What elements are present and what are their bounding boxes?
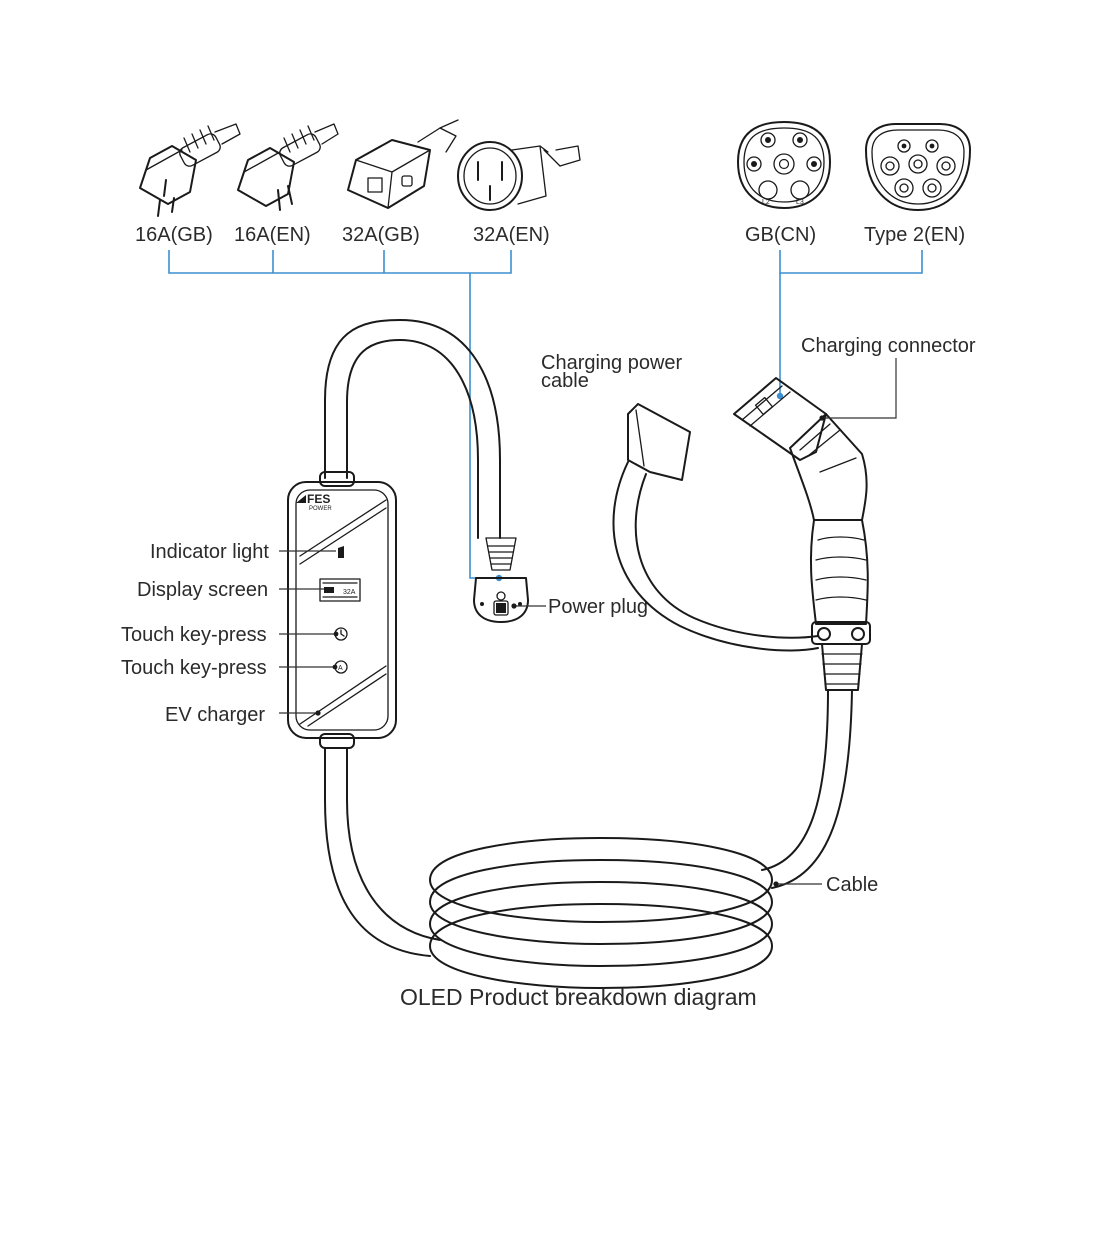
power-plug-label: Power plug: [548, 596, 648, 618]
plug-16a-gb-label: 16A(GB): [135, 224, 213, 246]
type2-connector-face-icon: [865, 123, 971, 211]
gb-pin-l3: L3: [796, 199, 804, 206]
display-screen-label: Display screen: [137, 579, 268, 601]
plug-16a-gb-icon: [139, 123, 241, 217]
charging-connector-leader: [822, 358, 897, 419]
plug-32a-en-icon: [457, 141, 581, 211]
display-screen: [319, 578, 361, 602]
gb-pin-l2: L2: [762, 199, 770, 206]
brand-name: FES: [307, 492, 330, 506]
brand-logo-icon: [296, 495, 306, 503]
ev-charger-control-box: FES POWER 32A A: [287, 471, 397, 749]
charging-power-cable: [324, 319, 501, 539]
power-plug-leader-dot: [511, 603, 517, 609]
brand-sub: POWER: [309, 506, 332, 512]
plug-32a-en-label: 32A(EN): [473, 224, 550, 246]
charging-power-cable-label-line2: cable: [541, 370, 589, 392]
indicator-light-label: Indicator light: [150, 541, 269, 563]
cable-label: Cable: [826, 874, 878, 896]
plug-32a-gb-icon: [347, 119, 459, 209]
plug-options-bracket: [168, 250, 512, 582]
diagram-caption: OLED Product breakdown diagram: [400, 984, 757, 1010]
plug-16a-en-icon: [237, 123, 339, 211]
charging-connector-label: Charging connector: [801, 335, 976, 357]
plug-16a-en-label: 16A(EN): [234, 224, 311, 246]
svg-text:A: A: [338, 665, 343, 672]
charging-connector-gun: [612, 377, 871, 691]
ev-charger-label: EV charger: [165, 704, 265, 726]
connector-type2-label: Type 2(EN): [864, 224, 965, 246]
power-plug-icon: [473, 537, 529, 623]
connector-gb-cn-label: GB(CN): [745, 224, 816, 246]
display-current: 32A: [343, 589, 356, 596]
gb-cn-connector-face-icon: L2 L3: [737, 121, 831, 209]
indicator-light-icon: [338, 546, 344, 558]
control-box-leaders: [279, 550, 339, 716]
charging-connector-marker: [776, 392, 784, 400]
protective-cap-icon: [627, 403, 691, 481]
touch-key-1-label: Touch key-press: [121, 624, 267, 646]
touch-key-2-label: Touch key-press: [121, 657, 267, 679]
connector-options-bracket: [776, 250, 923, 400]
coiled-cable: [324, 689, 853, 989]
charging-power-cable-label-line1: Charging power: [541, 352, 683, 374]
plug-32a-gb-label: 32A(GB): [342, 224, 420, 246]
